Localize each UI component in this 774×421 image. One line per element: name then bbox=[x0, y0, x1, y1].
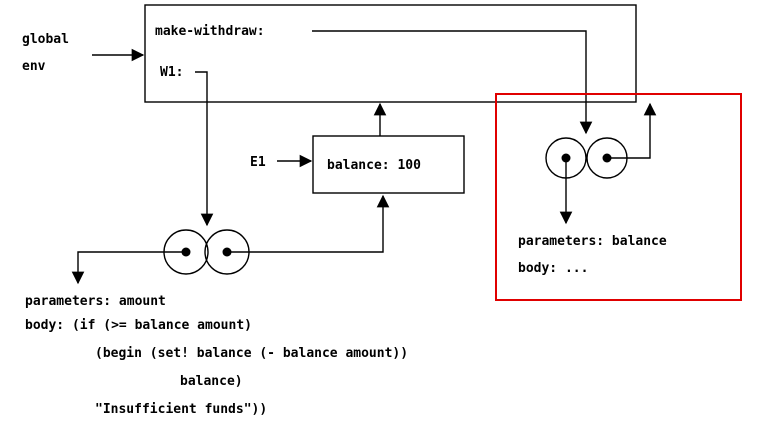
global-env-label-line1: global bbox=[22, 32, 69, 47]
e1-binding: balance: 100 bbox=[327, 158, 421, 173]
w1-body-line1: body: (if (>= balance amount) bbox=[25, 318, 252, 333]
make-withdraw-arrow bbox=[312, 30, 593, 135]
make-withdraw-env-arrow bbox=[607, 102, 657, 159]
w1-body-line4: "Insufficient funds")) bbox=[95, 402, 267, 417]
global-env-frame bbox=[144, 4, 637, 103]
global-env-label-line2: env bbox=[22, 59, 46, 74]
e1-label: E1 bbox=[250, 155, 266, 170]
w1-parameters: parameters: amount bbox=[25, 294, 166, 309]
w1-arrow bbox=[195, 71, 214, 227]
make-withdraw-body: body: ... bbox=[518, 261, 588, 276]
highlight-box bbox=[495, 93, 742, 301]
e1-frame bbox=[312, 135, 465, 194]
binding-make-withdraw: make-withdraw: bbox=[155, 24, 265, 39]
w1-code-arrow bbox=[71, 251, 186, 285]
w1-body-line2: (begin (set! balance (- balance amount)) bbox=[95, 346, 408, 361]
w1-body-line3: balance) bbox=[180, 374, 243, 389]
binding-w1: W1: bbox=[160, 65, 183, 80]
w1-env-arrow bbox=[227, 194, 390, 253]
make-withdraw-parameters: parameters: balance bbox=[518, 234, 667, 249]
